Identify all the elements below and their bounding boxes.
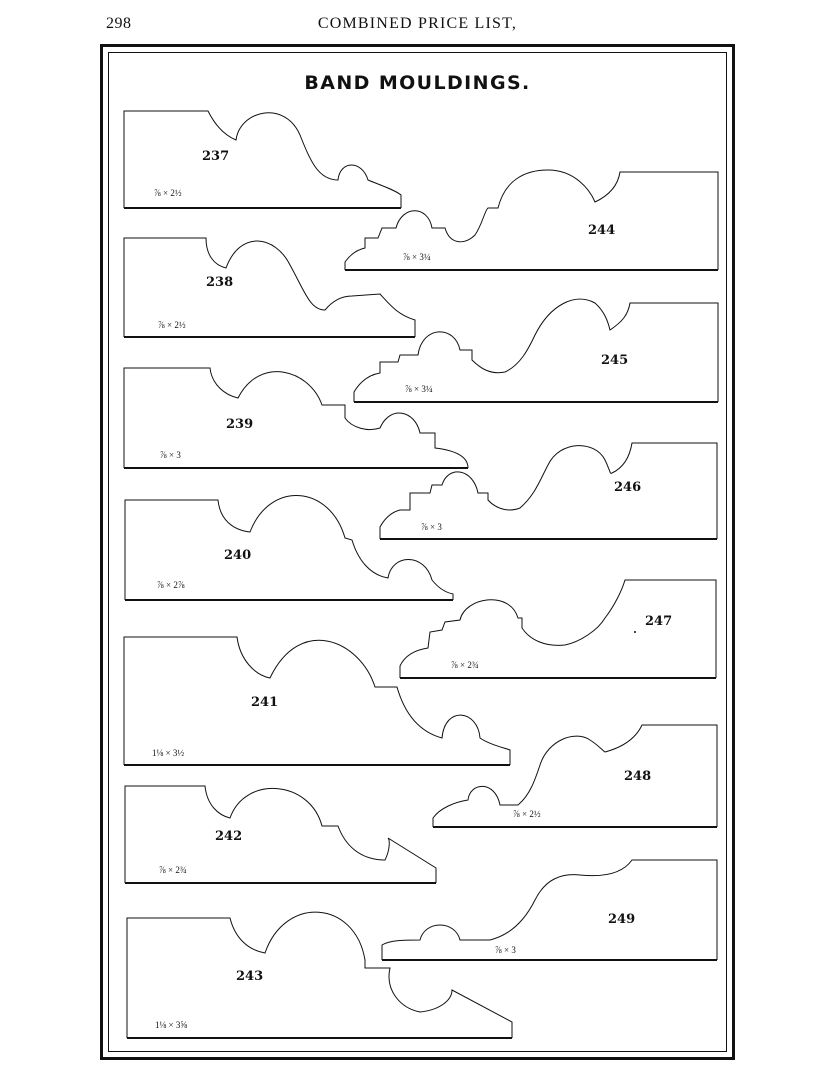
- moulding-profile-248: 248 ⅞ × 2½: [432, 724, 718, 828]
- moulding-profile-239: 239 ⅞ × 3: [123, 367, 469, 469]
- moulding-number: 247: [645, 614, 672, 629]
- moulding-size: ⅞ × 2¾: [159, 865, 187, 875]
- moulding-number: 242: [215, 829, 242, 844]
- moulding-profile-246: 246 ⅞ × 3: [379, 442, 718, 540]
- moulding-size: 1⅛ × 3½: [152, 748, 184, 758]
- moulding-number: 249: [608, 912, 635, 927]
- moulding-number: 237: [202, 149, 229, 164]
- moulding-size: ⅞ × 2½: [154, 188, 182, 198]
- moulding-profile-240: 240 ⅞ × 2⅞: [124, 495, 454, 601]
- moulding-number: 248: [624, 769, 651, 784]
- moulding-size: ⅞ × 3: [421, 522, 442, 532]
- moulding-profile-242: 242 ⅞ × 2¾: [124, 785, 437, 884]
- running-head: COMBINED PRICE LIST,: [317, 15, 518, 32]
- moulding-profile-245: 245 ⅞ × 3¼: [353, 298, 719, 403]
- moulding-profile-238: 238 ⅞ × 2½: [123, 237, 416, 338]
- moulding-number: 243: [236, 969, 263, 984]
- moulding-number: 239: [226, 417, 253, 432]
- moulding-size: ⅞ × 3¼: [405, 384, 433, 394]
- moulding-profile-237: 237 ⅞ × 2½: [123, 110, 402, 209]
- moulding-number: 245: [601, 353, 628, 368]
- moulding-size: ⅞ × 3: [160, 450, 181, 460]
- moulding-profile-244: 244 ⅞ × 3¼: [344, 169, 719, 271]
- moulding-profile-241: 241 1⅛ × 3½: [123, 636, 511, 766]
- moulding-size: ⅞ × 2½: [513, 809, 541, 819]
- page-number: 298: [106, 15, 132, 32]
- moulding-profile-249: 249 ⅞ × 3: [381, 859, 718, 961]
- moulding-profile-247: 247 ⅞ × 2¾: [399, 579, 717, 679]
- moulding-number: 240: [224, 548, 251, 563]
- moulding-profile-243: 243 1⅛ × 3⅝: [126, 911, 513, 1039]
- moulding-number: 246: [614, 480, 641, 495]
- moulding-number: 241: [251, 695, 278, 710]
- moulding-size: ⅞ × 2⅞: [157, 580, 185, 590]
- plate-border-outer: [100, 44, 735, 1060]
- moulding-size: ⅞ × 3¼: [403, 252, 431, 262]
- moulding-number: 238: [206, 275, 233, 290]
- moulding-size: ⅞ × 2½: [158, 320, 186, 330]
- moulding-size: 1⅛ × 3⅝: [155, 1020, 187, 1030]
- plate-title: BAND MOULDINGS.: [304, 72, 531, 94]
- plate-border-inner: [108, 52, 727, 1052]
- moulding-number: 244: [588, 223, 615, 238]
- moulding-size: ⅞ × 3: [495, 945, 516, 955]
- moulding-size: ⅞ × 2¾: [451, 660, 479, 670]
